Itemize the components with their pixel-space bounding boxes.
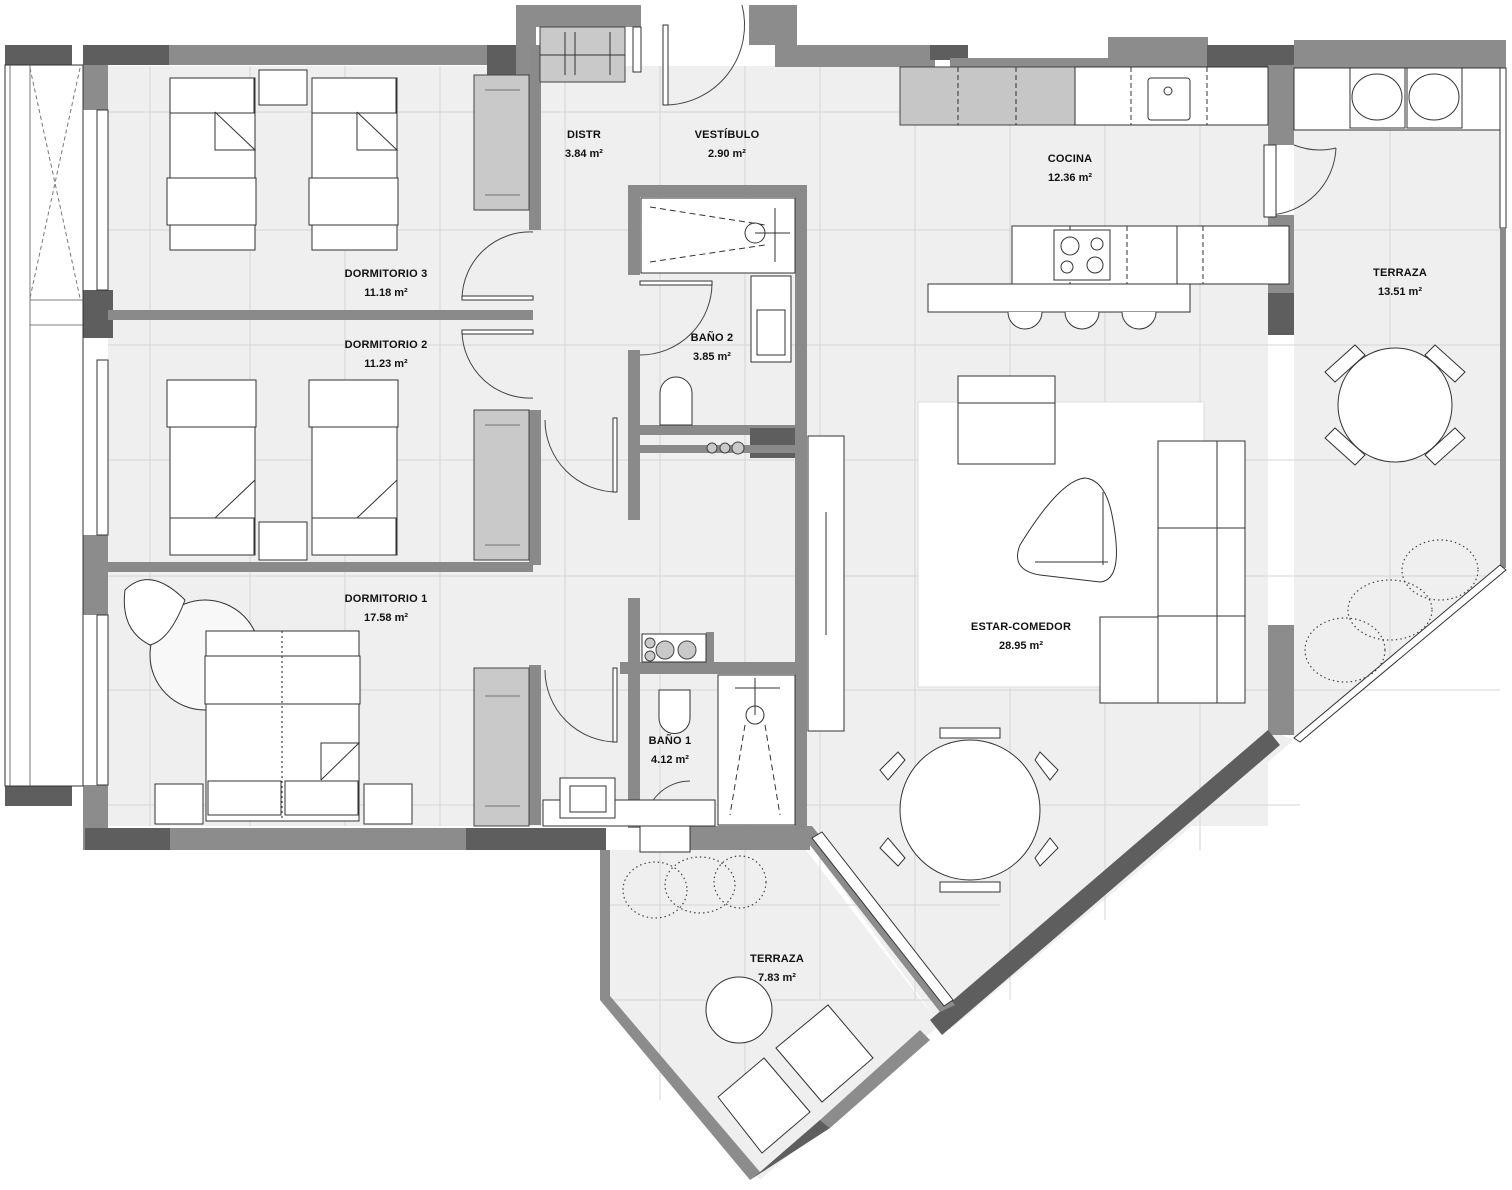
dormitorio-1-furniture — [123, 579, 530, 827]
room-area: 11.18 m² — [364, 287, 408, 299]
room-name: VESTÍBULO — [694, 129, 760, 141]
room-label-terraza-east: TERRAZA 13.51 m² — [1373, 264, 1427, 302]
room-area: 28.95 m² — [998, 640, 1044, 652]
east-terrace-furniture — [1293, 40, 1507, 743]
south-planter — [622, 855, 767, 919]
room-area: 13.51 m² — [1377, 286, 1423, 298]
room-name: BAÑO 1 — [648, 735, 692, 747]
room-area: 4.12 m² — [651, 754, 689, 766]
bano-2-fixtures — [640, 197, 796, 455]
room-label-cocina: COCINA 12.36 m² — [1048, 150, 1093, 188]
entrance-closet — [539, 26, 642, 83]
west-window-strip — [4, 64, 109, 787]
bano-1-fixtures — [542, 633, 796, 827]
dormitorio-3-furniture — [166, 69, 530, 251]
room-label-bano-1: BAÑO 1 4.12 m² — [649, 732, 692, 770]
room-label-dormitorio-3: DORMITORIO 3 11.18 m² — [345, 265, 428, 303]
room-name: DORMITORIO 2 — [344, 339, 428, 351]
room-area: 17.58 m² — [363, 612, 409, 624]
doors — [461, 4, 1337, 853]
kitchen-furniture — [899, 66, 1290, 330]
room-name: DISTR — [566, 129, 601, 141]
living-furniture — [807, 375, 1246, 732]
dining-furniture — [879, 727, 1059, 893]
room-label-dormitorio-1: DORMITORIO 1 17.58 m² — [345, 590, 428, 628]
room-label-bano-2: BAÑO 2 3.85 m² — [691, 329, 734, 367]
room-label-vestibulo: VESTÍBULO 2.90 m² — [695, 126, 760, 164]
room-label-estar-comedor: ESTAR-COMEDOR 28.95 m² — [971, 618, 1071, 656]
room-name: DORMITORIO 1 — [344, 593, 428, 605]
room-name: TERRAZA — [750, 953, 804, 965]
room-area: 7.83 m² — [758, 972, 796, 984]
room-area: 12.36 m² — [1047, 172, 1093, 184]
room-label-terraza-south: TERRAZA 7.83 m² — [750, 950, 804, 988]
room-label-distr: DISTR 3.84 m² — [565, 126, 603, 164]
room-name: COCINA — [1047, 153, 1093, 165]
dormitorio-2-furniture — [166, 379, 530, 561]
room-area: 11.23 m² — [364, 358, 408, 370]
room-label-dormitorio-2: DORMITORIO 2 11.23 m² — [345, 336, 428, 374]
room-name: BAÑO 2 — [690, 332, 734, 344]
room-area: 2.90 m² — [708, 148, 746, 160]
room-name: DORMITORIO 3 — [344, 268, 428, 280]
room-name: ESTAR-COMEDOR — [970, 621, 1072, 633]
room-name: TERRAZA — [1373, 267, 1427, 279]
south-terrace-furniture — [622, 831, 954, 1154]
room-area: 3.85 m² — [693, 351, 731, 363]
room-area: 3.84 m² — [565, 148, 603, 160]
east-planter — [1304, 539, 1479, 683]
